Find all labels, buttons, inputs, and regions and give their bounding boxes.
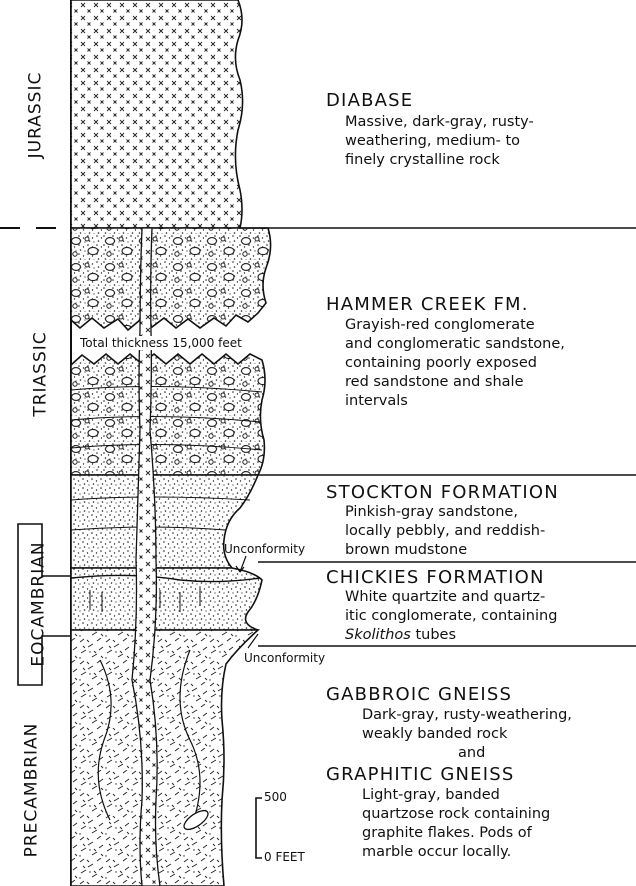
unit-name-graphitic: GRAPHITIC GNEISS (326, 764, 514, 785)
period-triassic: TRIASSIC (31, 331, 51, 416)
unit-name-stockton: STOCKTON FORMATION (326, 482, 559, 503)
skolithos-italic: Skolithos (345, 627, 411, 643)
period-precambrian: PRECAMBRIAN (21, 723, 41, 858)
unit-name-gabbroic: GABBROIC GNEISS (326, 684, 512, 705)
unconformity-lower-label: Unconformity (244, 651, 325, 665)
scale-bottom-label: 0 FEET (264, 850, 305, 864)
unit-desc-diabase: Massive, dark-gray, rusty- weathering, m… (345, 113, 534, 170)
unit-desc-hammer-creek: Grayish-red conglomerate and conglomerat… (345, 316, 565, 411)
unit-desc-stockton: Pinkish-gray sandstone, locally pebbly, … (345, 503, 545, 560)
unit-desc-graphitic: Light-gray, banded quartzose rock contai… (362, 786, 550, 862)
period-eocambrian: EOCAMBRIAN (29, 541, 49, 666)
chickies-last-line-rest: tubes (411, 627, 456, 643)
period-jurassic: JURASSIC (25, 72, 45, 159)
unit-desc-gabbroic: Dark-gray, rusty-weathering, weakly band… (362, 706, 572, 763)
unconformity-upper-label: Unconformity (224, 542, 305, 556)
scale-top-label: 500 (264, 790, 287, 804)
unit-name-hammer-creek: HAMMER CREEK FM. (326, 294, 529, 315)
unit-name-chickies: CHICKIES FORMATION (326, 567, 545, 588)
unit-name-diabase: DIABASE (326, 90, 413, 111)
unit-desc-chickies: White quartzite and quartz- itic conglom… (345, 588, 557, 645)
thickness-note: Total thickness 15,000 feet (78, 336, 244, 350)
and-connector: and (362, 744, 572, 763)
